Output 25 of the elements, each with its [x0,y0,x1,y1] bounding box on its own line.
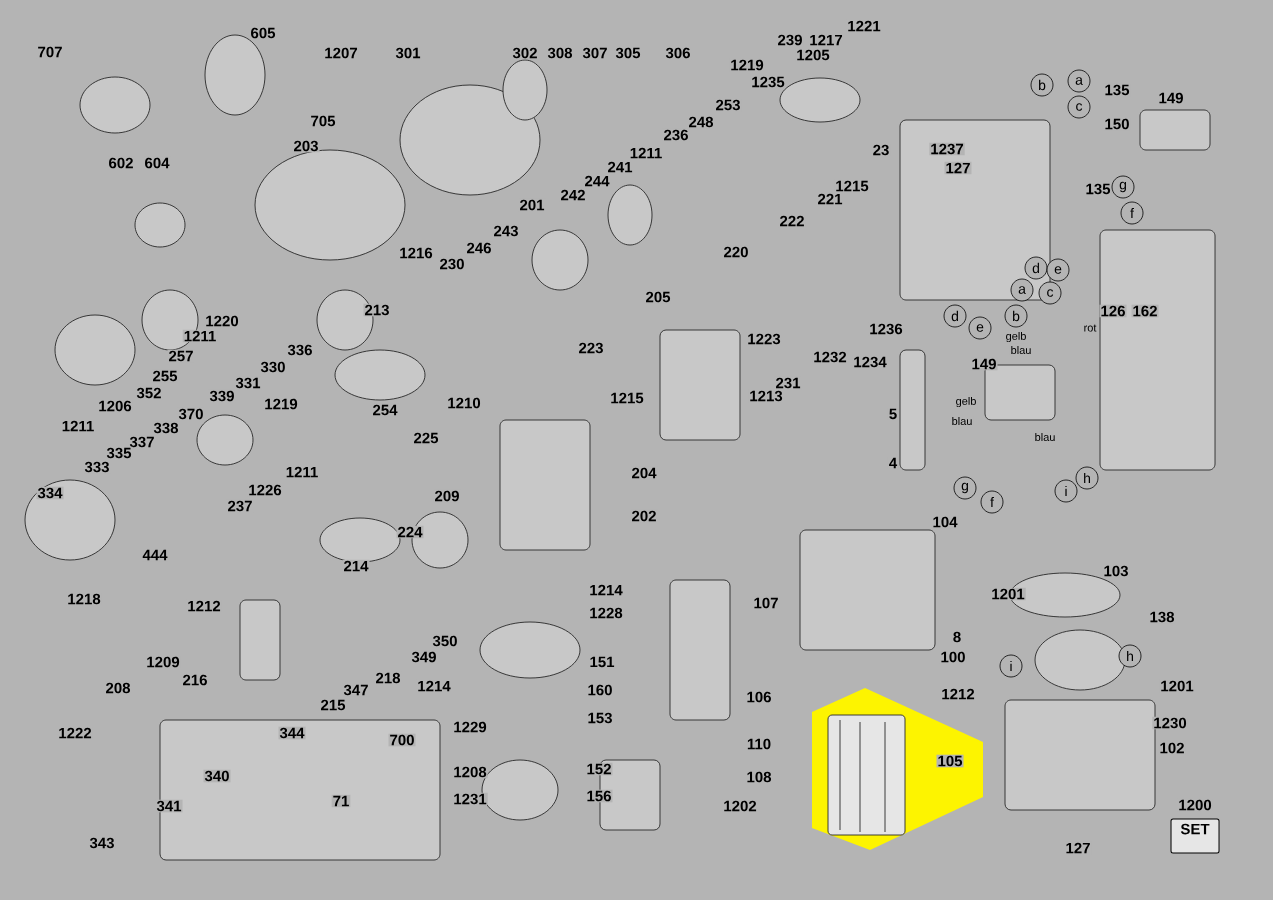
callout-number: 8 [951,630,963,644]
circled-letter: e [1046,258,1070,282]
circled-letter: b [1004,304,1028,328]
circled-letter: i [1054,479,1078,503]
circled-letter: c [1067,95,1091,119]
circled-letter: h [1075,466,1099,490]
circled-letter: a [1010,278,1034,302]
wire-label: rot [1082,323,1098,333]
circled-letter: g [1111,175,1135,199]
circled-letter: h [1118,644,1142,668]
circled-letter: c [1038,281,1062,305]
wire-label: blau [1009,344,1033,356]
circled-letter: a [1067,69,1091,93]
circled-letter: d [1024,256,1048,280]
circled-letter: f [1120,201,1144,225]
circled-letter: d [943,304,967,328]
circled-letter: e [968,316,992,340]
circled-letter: g [953,476,977,500]
circled-letter: b [1030,73,1054,97]
wire-label: blau [950,415,974,427]
callout-number: 5 [887,407,899,421]
circled-letter: f [980,490,1004,514]
wire-label: blau [1033,431,1057,443]
circled-letter: i [999,654,1023,678]
callout-number: 4 [887,456,899,470]
